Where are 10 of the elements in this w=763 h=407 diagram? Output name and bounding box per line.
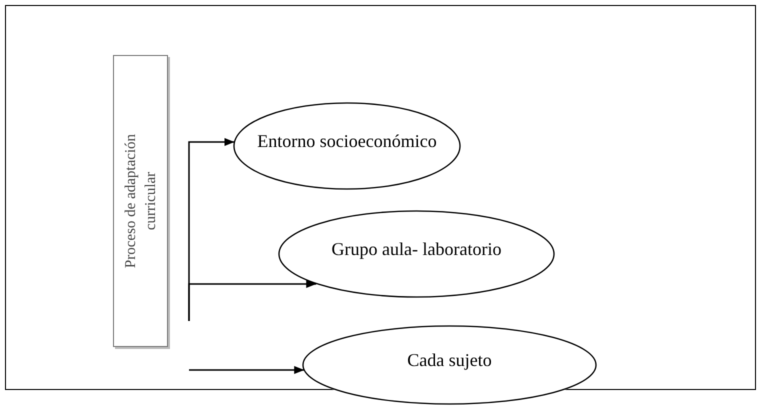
ellipse-node	[278, 210, 555, 298]
node-label: Entorno socioeconómico	[256, 130, 438, 152]
vertical-label: Proceso de adaptación curricular	[122, 132, 160, 270]
ellipse-node	[233, 102, 461, 190]
ellipse-node	[302, 325, 597, 405]
node-label: Cada sujeto	[406, 349, 493, 371]
process-box	[113, 55, 168, 347]
node-label: Grupo aula- laboratorio	[330, 238, 502, 260]
arrow	[189, 366, 304, 374]
arrow	[188, 280, 316, 321]
